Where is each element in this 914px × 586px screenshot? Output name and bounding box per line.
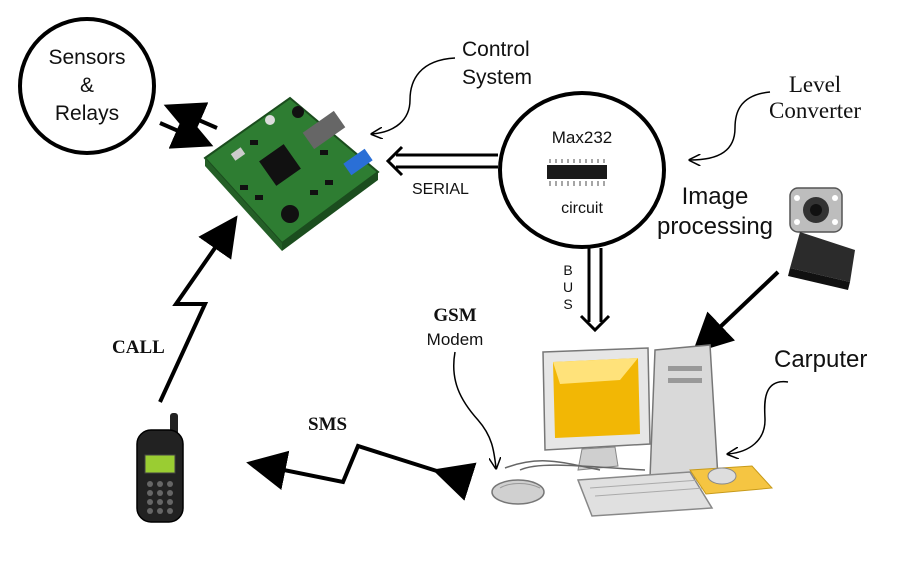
serial-link xyxy=(385,145,498,177)
arrow-sensors-to-board xyxy=(159,111,214,149)
gsm-modem-label: GSM Modem xyxy=(410,304,500,352)
control-board-icon xyxy=(203,96,380,251)
carputer-pointer xyxy=(728,381,789,454)
level-converter-line2: Converter xyxy=(769,98,861,123)
max232-chip-icon xyxy=(547,159,607,186)
gsm-label: GSM xyxy=(433,305,477,326)
sensors-relays-node xyxy=(18,17,156,155)
max232-subtitle: circuit xyxy=(561,200,603,217)
bus-link xyxy=(579,248,611,333)
max232-title: Max232 xyxy=(551,128,613,147)
level-converter-line1: Level xyxy=(788,72,842,97)
level-converter-label: Level Converter xyxy=(750,72,880,124)
mobile-phone-icon xyxy=(136,413,184,523)
webcam-icon xyxy=(788,187,855,290)
control-system-line1: Control xyxy=(462,38,530,61)
level-converter-pointer xyxy=(690,91,771,160)
sensors-label-line3: Relays xyxy=(54,102,120,125)
gsm-modem-pointer xyxy=(453,351,496,468)
image-processing-label: Image processing xyxy=(640,182,790,242)
bus-label-u: U xyxy=(562,279,574,295)
call-arrow xyxy=(158,215,238,403)
control-system-label: Control System xyxy=(462,36,532,92)
call-label: CALL xyxy=(112,337,165,358)
serial-label: SERIAL xyxy=(412,181,469,198)
bus-label: B U S xyxy=(558,262,578,313)
sms-label: SMS xyxy=(308,414,348,435)
bus-label-b: B xyxy=(563,262,573,278)
arrow-board-to-sensors xyxy=(163,102,218,140)
sms-arrow xyxy=(246,443,477,501)
arrow-webcam-to-computer xyxy=(692,270,780,354)
bus-label-s: S xyxy=(563,296,573,312)
control-system-line2: System xyxy=(462,66,533,89)
carputer-label: Carputer xyxy=(774,346,868,373)
image-processing-line2: processing xyxy=(656,213,774,240)
control-system-pointer xyxy=(372,57,456,134)
modem-label: Modem xyxy=(426,330,484,349)
sensors-label-line2: & xyxy=(79,74,94,97)
computer-icon xyxy=(491,344,774,517)
sensors-relays-label: Sensors & Relays xyxy=(37,44,137,128)
image-processing-line1: Image xyxy=(681,183,749,210)
sensors-label-line1: Sensors xyxy=(48,46,126,69)
